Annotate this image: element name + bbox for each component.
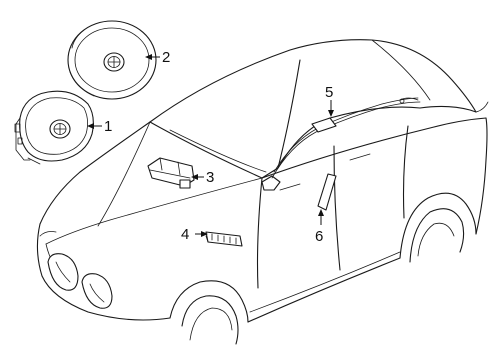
callout-4-label: 4: [181, 226, 189, 243]
callout-5-label: 5: [325, 84, 333, 101]
car-body: [36, 39, 489, 345]
callout-1-label: 1: [104, 118, 112, 135]
callout-2: 2: [145, 49, 170, 66]
part-1-steering-airbag: [14, 90, 94, 165]
callout-2-label: 2: [162, 49, 170, 66]
callout-3: 3: [191, 169, 214, 186]
part-6-side-sensor: [317, 173, 337, 211]
callout-4: 4: [181, 226, 208, 243]
callout-5: 5: [325, 84, 334, 117]
callout-3-label: 3: [206, 169, 214, 186]
callout-6: 6: [315, 209, 324, 245]
part-4-control-unit: [205, 231, 243, 247]
callout-1: 1: [87, 118, 112, 135]
part-2-airbag-module: [67, 20, 157, 100]
part-3-dash-module: [147, 157, 195, 189]
part-5-curtain-airbag: [271, 97, 421, 179]
callout-6-label: 6: [315, 228, 323, 245]
